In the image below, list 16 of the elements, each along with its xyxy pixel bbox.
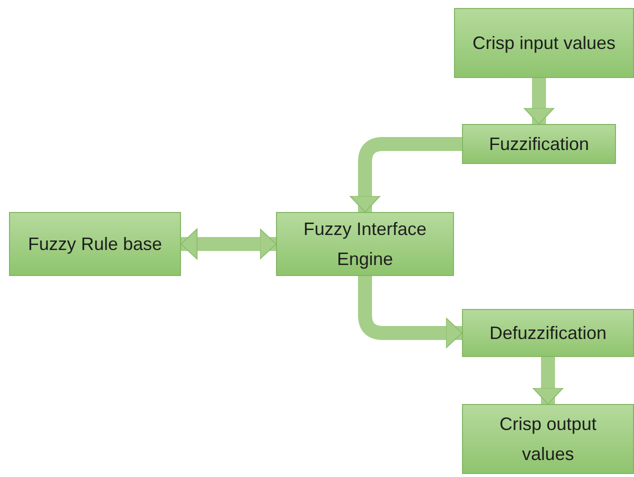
box-label: Crisp output values [498, 413, 598, 466]
process-box [276, 212, 454, 276]
process-box [462, 404, 634, 474]
block-arrow [532, 357, 564, 404]
box-label: Fuzzy Rule base [28, 233, 162, 256]
process-box [462, 309, 634, 357]
process-box [462, 124, 616, 164]
box-label: Defuzzification [489, 322, 607, 345]
block-arrow [350, 137, 462, 212]
box-label: Fuzzification [488, 133, 590, 156]
block-arrow [180, 228, 276, 260]
process-box [9, 212, 181, 276]
block-arrow [524, 78, 554, 124]
box-label: Fuzzy Interface Engine [302, 218, 428, 271]
box-label: Crisp input values [472, 32, 616, 55]
process-box [454, 8, 634, 78]
